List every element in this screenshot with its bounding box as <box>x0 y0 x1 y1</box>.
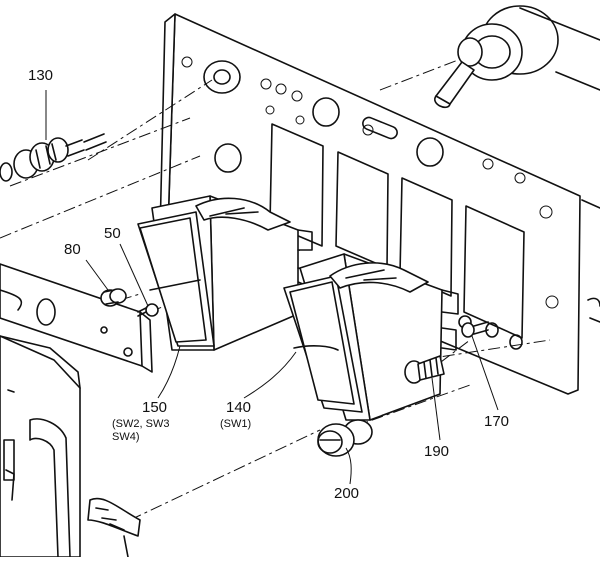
lower-left-bracket <box>0 335 81 558</box>
callout-140-subtitle: (SW1) <box>220 418 252 430</box>
callout-140: 140 <box>226 399 252 416</box>
left-bracket <box>0 263 153 373</box>
mounting-plate <box>159 13 581 395</box>
lower-harness <box>87 497 141 558</box>
callout-80: 80 <box>64 241 81 258</box>
callout-150: 150 <box>142 399 168 416</box>
part-150-rocker-switch <box>137 195 313 351</box>
callout-170: 170 <box>484 413 510 430</box>
callout-130: 130 <box>28 67 54 84</box>
part-190-screw <box>404 355 445 384</box>
part-130-lamp <box>0 133 107 182</box>
part-50-screw <box>137 303 159 317</box>
part-80-nut <box>100 288 127 307</box>
part-200-knob <box>317 419 373 457</box>
callout-190: 190 <box>424 443 450 460</box>
callout-150-subtitle: (SW2, SW3 SW4) <box>112 418 170 443</box>
toggle-switch-top <box>434 5 600 109</box>
part-170-washer <box>461 321 489 338</box>
callout-50: 50 <box>104 225 121 242</box>
callout-200: 200 <box>334 485 360 502</box>
callout-leaders <box>45 90 499 485</box>
